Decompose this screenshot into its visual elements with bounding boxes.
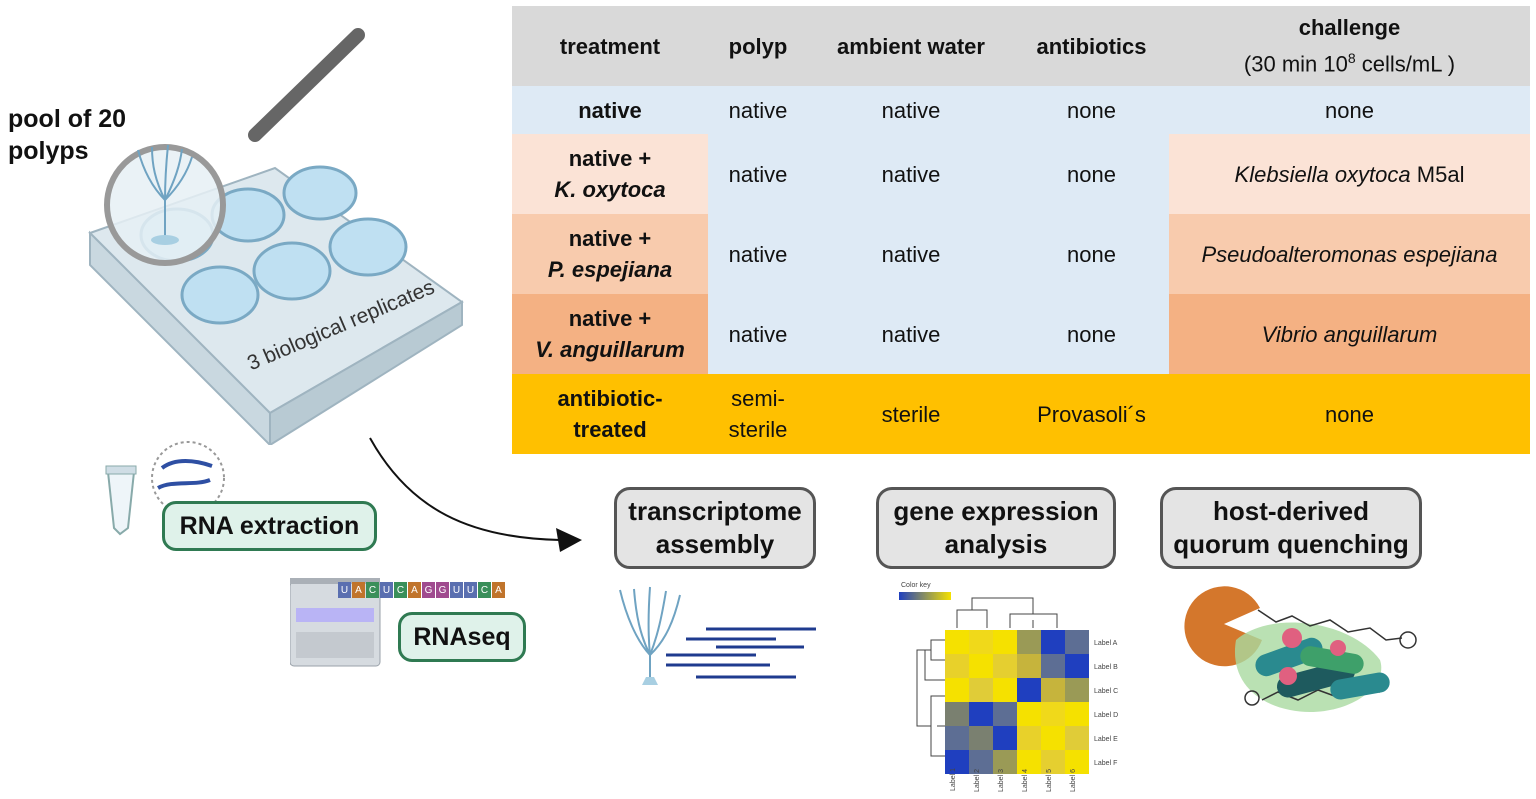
row3-polyp: native	[728, 241, 788, 267]
nucleotide-6: A	[408, 582, 421, 598]
heatmap-grid	[945, 630, 1089, 774]
row1-challenge: none	[1325, 97, 1374, 123]
row2-water: native	[881, 161, 941, 187]
row1-polyp: native	[728, 97, 788, 123]
rnaseq-label: RNAseq	[398, 612, 526, 662]
rna-extraction-label: RNA extraction	[162, 501, 377, 551]
row2-antibiotics: none	[1067, 161, 1116, 187]
color-key-bar	[899, 592, 951, 600]
nucleotide-7: G	[422, 582, 435, 598]
row5-polyp: semi- sterile	[728, 386, 788, 442]
pool-label: pool of 20 polyps	[8, 105, 127, 165]
nucleotide-2: A	[352, 582, 365, 598]
nucleotide-11: C	[478, 582, 491, 598]
header-ambient-water: ambient water	[837, 33, 985, 59]
row2-challenge: Klebsiella oxytoca M5al	[1169, 134, 1530, 214]
row5-water: sterile	[881, 401, 941, 427]
native-columns-bg	[708, 134, 1169, 374]
row4-polyp: native	[728, 321, 788, 347]
nucleotide-8: G	[436, 582, 449, 598]
nucleotide-10: U	[464, 582, 477, 598]
well-plate-illustration	[88, 28, 464, 445]
heatmap-illustration: Color key	[899, 582, 1089, 774]
flow-arrow-icon	[369, 437, 582, 552]
row1-treatment: native	[578, 97, 642, 123]
header-challenge: challenge (30 min 108 cells/mL )	[1169, 6, 1530, 86]
nucleotide-4: U	[380, 582, 393, 598]
row1-water: native	[881, 97, 941, 123]
quorum-quenching-illustration	[1184, 586, 1417, 712]
header-polyp: polyp	[728, 33, 788, 59]
row5-antibiotics: Provasoli´s	[1037, 401, 1146, 427]
row5-bg	[512, 374, 1530, 454]
nucleotide-1: U	[338, 582, 351, 598]
rna-tube-icon	[105, 441, 225, 536]
row4-treatment: native + V. anguillarum	[512, 294, 708, 374]
row5-treatment: antibiotic- treated	[557, 386, 663, 442]
row3-antibiotics: none	[1067, 241, 1116, 267]
nucleotide-12: A	[492, 582, 505, 598]
transcriptome-illustration	[619, 586, 816, 685]
transcriptome-assembly-box: transcriptome assembly	[614, 487, 816, 569]
nucleotide-3: C	[366, 582, 379, 598]
row3-treatment: native + P. espejiana	[512, 214, 708, 294]
table-header-bg	[512, 6, 1530, 86]
quorum-quenching-box: host-derived quorum quenching	[1160, 487, 1422, 569]
treatment-table: treatment polyp ambient water antibiotic…	[512, 6, 1530, 454]
header-treatment: treatment	[559, 33, 661, 59]
row2-polyp: native	[728, 161, 788, 187]
nucleotide-5: C	[394, 582, 407, 598]
row-native-bg	[512, 86, 1530, 134]
heatmap-row-labels: Label A Label B Label C Label D Label E …	[1094, 640, 1119, 767]
row5-challenge: none	[1325, 401, 1374, 427]
row3-water: native	[881, 241, 941, 267]
color-key-label: Color key	[901, 582, 931, 589]
row2-treatment: native + K. oxytoca	[512, 134, 708, 214]
row4-challenge: Vibrio anguillarum	[1169, 294, 1530, 374]
challenge-subtitle: (30 min 108 cells/mL )	[1243, 50, 1456, 77]
row1-antibiotics: none	[1067, 97, 1116, 123]
nucleotide-9: U	[450, 582, 463, 598]
gene-expression-box: gene expression analysis	[876, 487, 1116, 569]
header-antibiotics: antibiotics	[1036, 33, 1147, 59]
rna-sequence: U A C U C A G G U U C A	[338, 582, 505, 598]
sequencer-icon	[290, 578, 381, 667]
row4-water: native	[881, 321, 941, 347]
row4-antibiotics: none	[1067, 321, 1116, 347]
row3-challenge: Pseudoalteromonas espejiana	[1169, 214, 1530, 294]
